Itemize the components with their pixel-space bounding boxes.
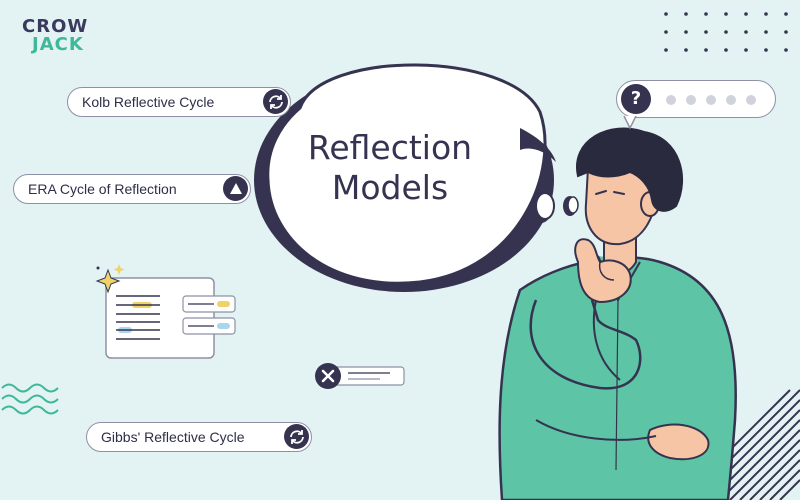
question-mark-icon: ? [621, 84, 651, 114]
dot-grid [664, 12, 788, 52]
typing-dots [666, 95, 756, 105]
triangle-icon [223, 176, 248, 201]
close-chip [315, 363, 405, 389]
pill-era-label: ERA Cycle of Reflection [28, 181, 177, 197]
pill-era: ERA Cycle of Reflection [13, 174, 251, 204]
thought-bubble [266, 63, 547, 285]
question-bubble: ? [616, 80, 776, 118]
cycle-icon [263, 89, 288, 114]
thought-bubble-title: Reflection Models [300, 128, 480, 208]
pill-kolb-label: Kolb Reflective Cycle [82, 94, 215, 110]
pill-gibbs: Gibbs' Reflective Cycle [86, 422, 312, 452]
pill-gibbs-label: Gibbs' Reflective Cycle [101, 429, 245, 445]
thinking-person-illustration [498, 127, 737, 500]
wave-lines [1, 383, 59, 415]
pill-kolb: Kolb Reflective Cycle [67, 87, 291, 117]
cycle-icon [284, 424, 309, 449]
logo-line2: JACK [32, 34, 84, 55]
title-line2: Models [331, 168, 449, 207]
crowjack-logo: CROW JACK [22, 18, 92, 58]
title-line1: Reflection [307, 128, 473, 167]
form-card-illustration [95, 264, 236, 359]
question-bubble-tail [623, 116, 637, 130]
logo-line1: CROW [22, 16, 89, 37]
